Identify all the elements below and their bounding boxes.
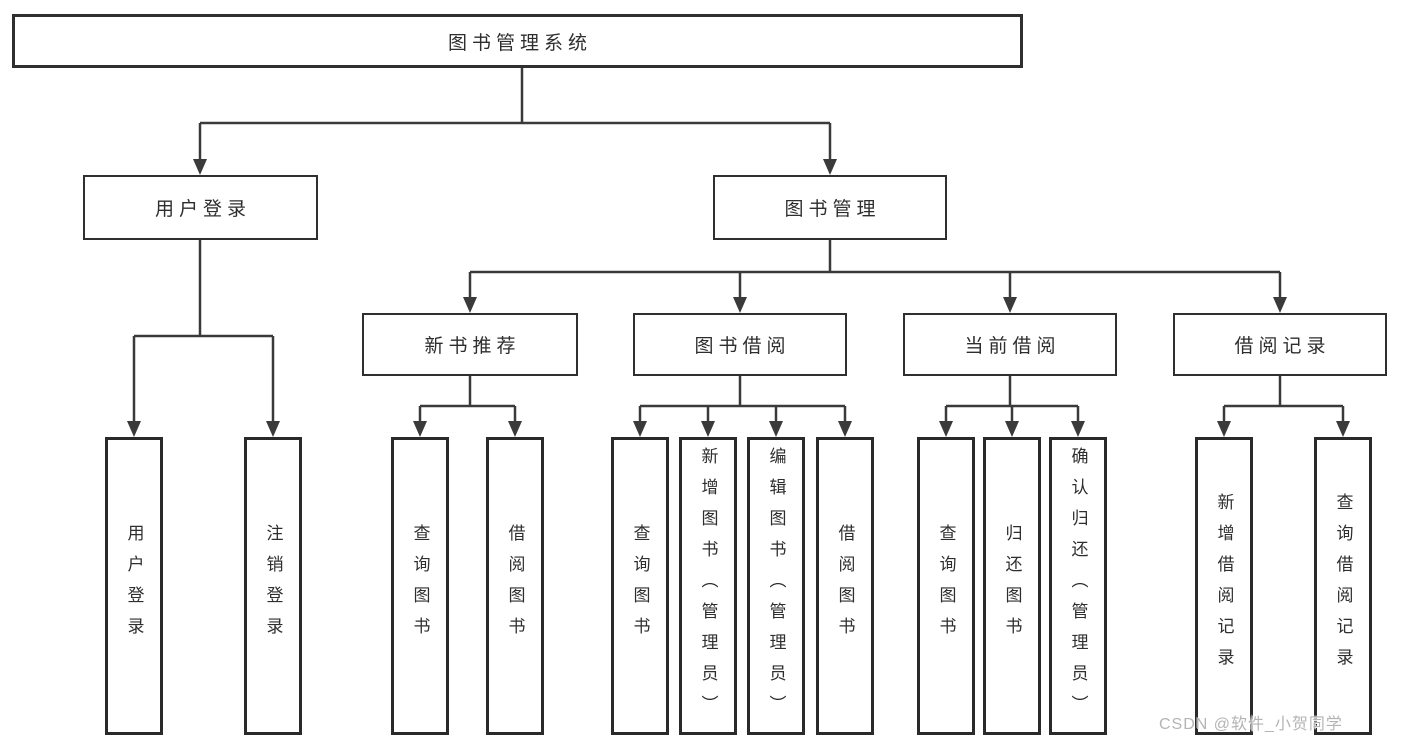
- leaf-query-books-current: 查询图书: [917, 437, 975, 735]
- leaf-label: 查询借阅记录: [1333, 493, 1353, 679]
- leaf-label: 查询图书: [936, 524, 956, 648]
- leaf-user-login: 用户登录: [105, 437, 163, 735]
- leaf-label: 用户登录: [124, 524, 144, 648]
- leaf-logout: 注销登录: [244, 437, 302, 735]
- leaf-query-books-recommend: 查询图书: [391, 437, 449, 735]
- leaf-label: 注销登录: [263, 524, 283, 648]
- leaf-label: 查询图书: [630, 524, 650, 648]
- node-book-management: 图书管理: [713, 175, 947, 240]
- node-current-borrowing: 当前借阅: [903, 313, 1117, 376]
- leaf-borrow-books: 借阅图书: [816, 437, 874, 735]
- node-borrowing-records: 借阅记录: [1173, 313, 1387, 376]
- node-library-management-system: 图书管理系统: [12, 14, 1023, 68]
- leaf-label: 新增借阅记录: [1214, 493, 1234, 679]
- leaf-query-books-borrow: 查询图书: [611, 437, 669, 735]
- leaf-edit-books-admin: 编辑图书（管理员）: [747, 437, 805, 735]
- leaf-add-borrow-record: 新增借阅记录: [1195, 437, 1253, 735]
- node-label: 当前借阅: [964, 336, 1061, 357]
- leaf-return-books: 归还图书: [983, 437, 1041, 735]
- node-new-book-recommendation: 新书推荐: [362, 313, 578, 376]
- edge-new-book-to-leaves: [418, 376, 517, 423]
- edge-user-login-to-leaves: [132, 240, 275, 423]
- arrowheads: [127, 159, 1350, 437]
- edge-book-borrow-to-leaves: [638, 376, 847, 423]
- edge-current-borrow-to-leaves: [944, 376, 1080, 423]
- node-label: 借阅记录: [1234, 336, 1331, 357]
- leaf-label: 确认归还（管理员）: [1068, 446, 1088, 726]
- leaf-add-books-admin: 新增图书（管理员）: [679, 437, 737, 735]
- leaf-label: 新增图书（管理员）: [698, 446, 718, 726]
- leaf-label: 借阅图书: [505, 524, 525, 648]
- node-label: 图书借阅: [694, 336, 791, 357]
- leaf-label: 查询图书: [410, 524, 430, 648]
- edge-borrow-records-to-leaves: [1222, 376, 1345, 423]
- csdn-watermark: CSDN @软件_小贺同学: [1159, 716, 1343, 733]
- edge-book-management-to-level3: [468, 240, 1282, 299]
- leaf-confirm-return-admin: 确认归还（管理员）: [1049, 437, 1107, 735]
- node-label: 图书管理系统: [447, 32, 592, 54]
- leaf-label: 借阅图书: [835, 524, 855, 648]
- node-label: 用户登录: [154, 199, 251, 220]
- node-user-login: 用户登录: [83, 175, 318, 240]
- leaf-query-borrow-record: 查询借阅记录: [1314, 437, 1372, 735]
- node-label: 新书推荐: [424, 336, 521, 357]
- leaf-borrow-books-recommend: 借阅图书: [486, 437, 544, 735]
- edge-root-to-level2: [198, 68, 832, 161]
- node-label: 图书管理: [784, 199, 881, 220]
- leaf-label: 编辑图书（管理员）: [766, 446, 786, 726]
- node-book-borrowing: 图书借阅: [633, 313, 847, 376]
- leaf-label: 归还图书: [1002, 524, 1022, 648]
